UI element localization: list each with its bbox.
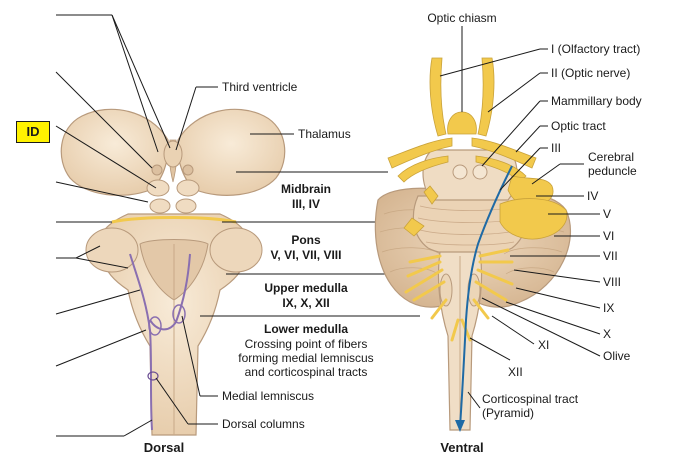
label-lower-medulla: Lower medulla: [264, 322, 348, 336]
label-thalamus: Thalamus: [298, 127, 351, 141]
dorsal-nerve-band: [111, 216, 237, 224]
label-nerve-8: VIII: [603, 275, 621, 289]
label-lower-medulla-1: Crossing point of fibers: [245, 337, 368, 351]
label-pons-nerves: V, VI, VII, VIII: [271, 248, 342, 262]
label-nerve-6: VI: [603, 229, 614, 243]
label-midbrain: Midbrain: [281, 182, 331, 196]
label-dorsal-columns: Dorsal columns: [222, 417, 305, 431]
label-lower-medulla-2: forming medial lemniscus: [238, 351, 373, 365]
label-optic-tract: Optic tract: [551, 119, 606, 133]
mammillary-body-right: [472, 164, 488, 180]
label-cerebral-peduncle-2: peduncle: [588, 164, 637, 178]
label-nerve-3: III: [551, 141, 561, 155]
title-ventral: Ventral: [440, 440, 483, 455]
label-nerve-10: X: [603, 327, 611, 341]
label-upper-medulla-nerves: IX, X, XII: [282, 296, 329, 310]
label-nerve-12: XII: [508, 365, 523, 379]
label-mammillary-body: Mammillary body: [551, 94, 642, 108]
label-nerve-11: XI: [538, 338, 549, 352]
inferior-colliculus-left: [149, 198, 171, 214]
label-corticospinal-2: (Pyramid): [482, 406, 534, 420]
level-lines: [200, 171, 420, 317]
label-nerve-5: V: [603, 207, 611, 221]
superior-colliculus-right: [176, 179, 200, 197]
mammillary-body-left: [452, 164, 468, 180]
id-tag: ID: [16, 121, 50, 143]
label-cerebral-peduncle-1: Cerebral: [588, 150, 634, 164]
diagram-text: Third ventricle Thalamus Medial lemniscu…: [144, 11, 642, 455]
label-olive: Olive: [603, 349, 631, 363]
cranial-nerve-roots: [404, 248, 514, 342]
label-nerve-9: IX: [603, 301, 614, 315]
label-nerve-7: VII: [603, 249, 618, 263]
label-pons: Pons: [291, 233, 321, 247]
trigeminal-nerve: [499, 198, 568, 240]
label-midbrain-nerves: III, IV: [292, 197, 320, 211]
label-third-ventricle: Third ventricle: [222, 80, 298, 94]
label-optic-chiasm: Optic chiasm: [427, 11, 496, 25]
dorsal-label-lines: [155, 86, 294, 425]
label-optic-nerve: II (Optic nerve): [551, 66, 630, 80]
label-corticospinal-1: Corticospinal tract: [482, 392, 579, 406]
superior-colliculus-left: [146, 179, 170, 197]
ventral-brainstem: [374, 57, 571, 432]
ventral-label-lines: [439, 26, 601, 409]
corticospinal-arrowhead: [455, 420, 465, 432]
label-nerve-4: IV: [587, 189, 598, 203]
dorsal-pointer-lines: [55, 14, 171, 437]
label-olfactory-tract: I (Olfactory tract): [551, 42, 640, 56]
pineal-body: [163, 140, 183, 168]
inferior-colliculus-right: [175, 198, 197, 214]
title-dorsal: Dorsal: [144, 440, 184, 455]
label-upper-medulla: Upper medulla: [264, 281, 348, 295]
corticospinal-tract: [459, 165, 513, 427]
label-medial-lemniscus: Medial lemniscus: [222, 389, 314, 403]
label-lower-medulla-3: and corticospinal tracts: [245, 365, 368, 379]
dorsal-brainstem: [60, 108, 286, 436]
